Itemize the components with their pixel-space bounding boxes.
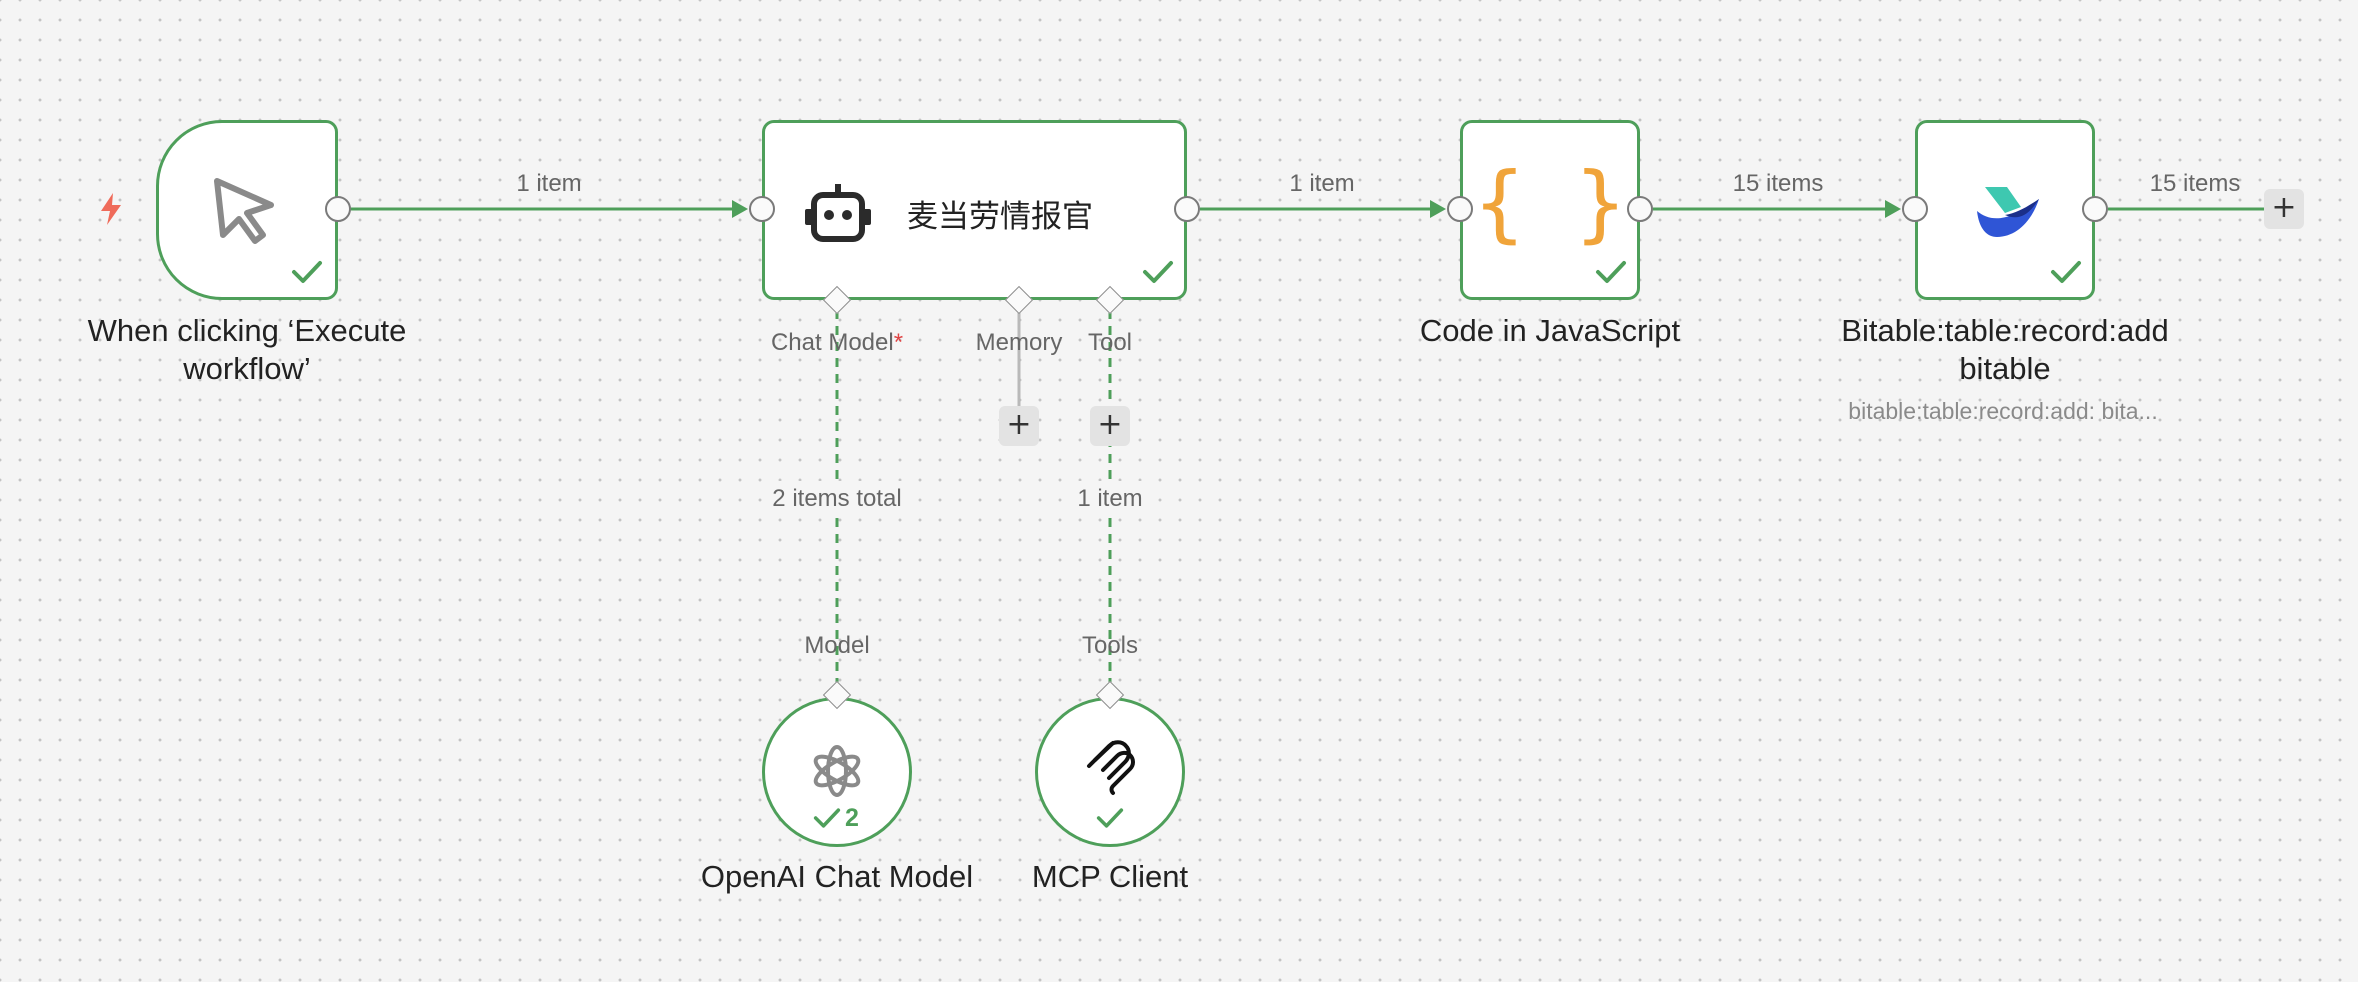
node-mcp-client[interactable]: [1035, 697, 1185, 847]
edge-label-code-bitable: 15 items: [1732, 170, 1824, 197]
success-check-icon: [813, 808, 841, 828]
node-bitable-record-add[interactable]: [1915, 120, 2095, 300]
edge-arrow-code-bitable: [1885, 200, 1901, 218]
port-chat-model-label: Chat Model*: [770, 329, 904, 356]
success-check-icon: [1596, 261, 1626, 283]
edge-model-label-bg: [762, 481, 912, 515]
edge-tool-label-bg: [1068, 481, 1152, 515]
edge-label-model-link: 2 items total: [772, 485, 902, 512]
openai-node-title: OpenAI Chat Model: [700, 859, 974, 894]
trigger-bolt-icon: [101, 193, 121, 225]
add-next-node-button[interactable]: +: [2264, 189, 2304, 229]
edge-arrow-agent-code: [1430, 200, 1446, 218]
node-openai-chat-model[interactable]: 2: [762, 697, 912, 847]
edge-label-trigger-agent: 1 item: [516, 170, 582, 197]
port-tool-label: Tool: [1087, 329, 1133, 356]
input-handle-agent[interactable]: [749, 196, 775, 222]
edge-label-bitable-out: 15 items: [2149, 170, 2241, 197]
success-check-icon: [1096, 808, 1124, 828]
sub-port-tools-label: Tools: [1081, 632, 1139, 659]
bitable-node-title: Bitable:table:record:add bitable: [1841, 313, 2169, 386]
success-check-icon: [292, 261, 322, 283]
code-node-title: Code in JavaScript: [1419, 313, 1681, 348]
input-handle-bitable[interactable]: [1902, 196, 1928, 222]
output-handle-bitable[interactable]: [2082, 196, 2108, 222]
output-handle-code[interactable]: [1627, 196, 1653, 222]
mcp-node-title: MCP Client: [1031, 859, 1189, 894]
mcp-icon: [1087, 740, 1135, 795]
lark-bird-icon: [1977, 187, 2039, 237]
edge-label-agent-code: 1 item: [1289, 170, 1355, 197]
edge-arrow-trigger-agent: [732, 200, 748, 218]
sub-port-model-label: Model: [804, 632, 870, 659]
node-manual-trigger[interactable]: [156, 120, 338, 300]
trigger-node-title: When clicking ‘Execute workflow’: [87, 313, 407, 386]
input-handle-code[interactable]: [1447, 196, 1473, 222]
agent-node-title: 麦当劳情报官: [907, 199, 1093, 234]
braces-icon: { }: [1474, 154, 1626, 252]
openai-icon: [813, 745, 861, 797]
success-check-icon: [1143, 261, 1173, 283]
robot-icon: [805, 184, 871, 242]
required-marker: *: [893, 329, 904, 356]
bitable-node-subtitle: bitable:table:record:add: bita...: [1848, 398, 2158, 424]
success-check-icon: [2051, 261, 2081, 283]
run-count-badge: 2: [845, 804, 859, 832]
node-code-javascript[interactable]: { }: [1460, 120, 1640, 300]
port-memory-label: Memory: [975, 329, 1063, 356]
node-ai-agent[interactable]: 麦当劳情报官: [762, 120, 1187, 300]
output-handle-agent[interactable]: [1174, 196, 1200, 222]
add-tool-button[interactable]: +: [1090, 406, 1130, 446]
output-handle-trigger[interactable]: [325, 196, 351, 222]
cursor-arrow-icon: [214, 178, 274, 244]
edge-label-tool-link: 1 item: [1077, 485, 1143, 512]
add-memory-button[interactable]: +: [999, 406, 1039, 446]
